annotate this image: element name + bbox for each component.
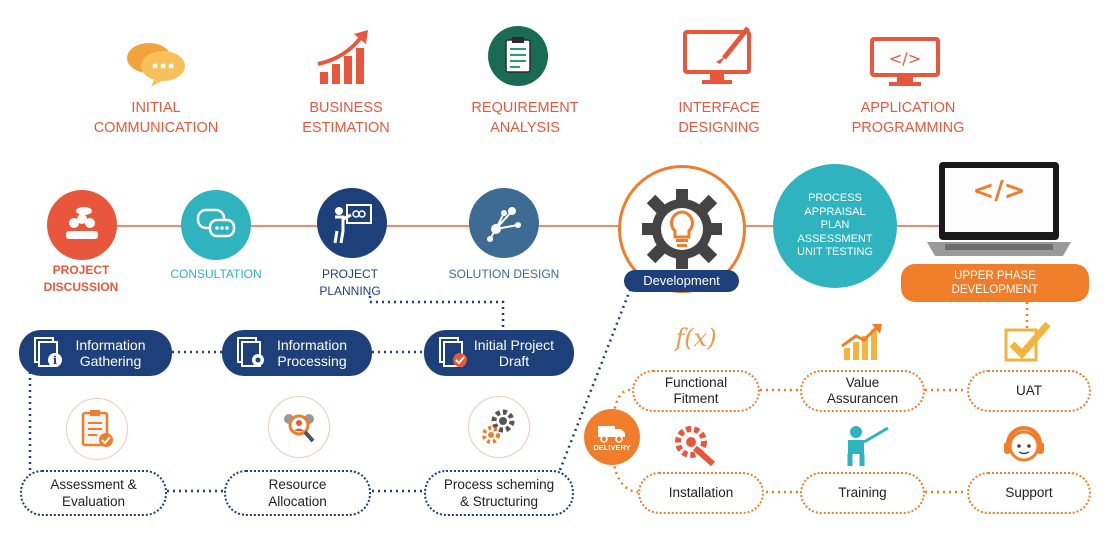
installation-pill: Installation — [638, 472, 764, 514]
project-planning-node — [317, 188, 387, 258]
uat-pill: UAT — [967, 370, 1091, 412]
document-info-icon: i — [33, 336, 65, 368]
chat-bubbles-icon — [125, 40, 189, 88]
phase-label-business-estimation: BUSINESS ESTIMATION — [266, 98, 426, 138]
presenter-board-icon — [329, 201, 375, 245]
upper-phase-label: UPPER PHASE DEVELOPMENT — [901, 264, 1089, 302]
assessment-evaluation-pill: Assessment & Evaluation — [20, 470, 167, 516]
gears-icon — [468, 396, 530, 458]
value-chart-icon — [840, 322, 884, 362]
project-discussion-label: PROJECT DISCUSSION — [26, 262, 136, 296]
wrench-gear-icon — [673, 424, 717, 468]
phase-label-initial-communication: INITIAL COMMUNICATION — [76, 98, 236, 138]
team-meeting-icon — [62, 207, 102, 243]
function-fx-icon: f(x) — [671, 324, 721, 360]
training-pill: Training — [800, 472, 925, 514]
support-pill: Support — [967, 472, 1091, 514]
information-processing-pill: Information Processing — [222, 330, 372, 376]
solution-design-node — [469, 188, 539, 258]
functional-fitment-pill: Functional Fitment — [632, 370, 760, 412]
checkbox-tick-icon — [1002, 320, 1052, 364]
process-appraisal-node: PROCESS APPRAISAL PLAN ASSESSMENT UNIT T… — [773, 164, 897, 288]
trainer-pointer-icon — [838, 424, 892, 468]
phase-label-interface-designing: INTERFACE DESIGNING — [639, 98, 799, 138]
monitor-code-icon: </> — [869, 36, 941, 88]
laptop-code-text: </> — [945, 176, 1053, 206]
laptop-code-icon: </> — [925, 160, 1073, 260]
initial-project-draft-pill: Initial Project Draft — [424, 330, 574, 376]
consultation-node — [181, 190, 251, 260]
delivery-truck-icon — [597, 423, 627, 443]
project-discussion-node — [47, 190, 117, 260]
headset-support-icon — [1000, 422, 1048, 468]
solution-design-label: SOLUTION DESIGN — [436, 266, 572, 283]
process-scheming-pill: Process scheming & Structuring — [424, 470, 574, 516]
svg-text:i: i — [53, 354, 57, 367]
phase-label-requirement-analysis: REQUIREMENT ANALYSIS — [445, 98, 605, 138]
svg-text:</>: </> — [889, 49, 921, 68]
speech-bubbles-icon — [196, 208, 236, 242]
document-gear-icon — [236, 336, 268, 368]
phase-label-application-programming: APPLICATION PROGRAMMING — [828, 98, 988, 138]
network-nodes-icon — [484, 203, 524, 243]
resource-allocation-pill: Resource Allocation — [224, 470, 371, 516]
value-assurance-pill: Value Assurancen — [800, 370, 925, 412]
delivery-node: DELIVERY — [584, 409, 640, 465]
clipboard-icon — [488, 26, 548, 86]
checklist-icon — [66, 398, 128, 460]
delivery-label: DELIVERY — [593, 443, 630, 452]
growth-chart-icon — [316, 28, 376, 86]
document-check-icon — [438, 336, 470, 368]
monitor-brush-icon — [682, 26, 756, 86]
project-planning-label: PROJECT PLANNING — [300, 266, 400, 300]
development-label: Development — [624, 270, 739, 292]
people-search-icon — [268, 396, 330, 458]
consultation-label: CONSULTATION — [156, 266, 276, 283]
gear-bulb-icon — [639, 186, 725, 272]
information-gathering-pill: i Information Gathering — [19, 330, 172, 376]
